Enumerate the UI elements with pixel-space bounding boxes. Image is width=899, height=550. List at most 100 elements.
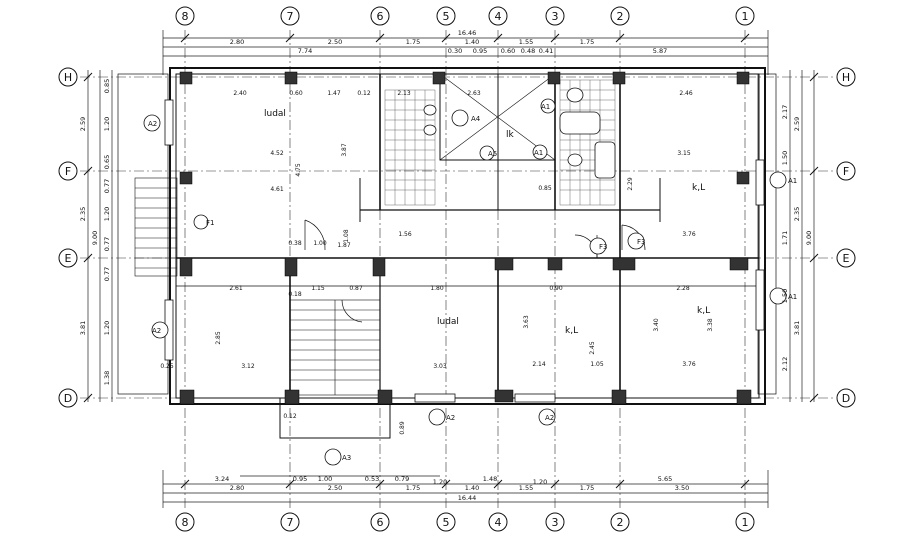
grid-lines (80, 30, 835, 508)
dim-int-28: 1.05 (590, 361, 604, 368)
dim-bottom-1-2: 1.75 (406, 484, 420, 492)
grid-row-e-right: E (843, 252, 850, 265)
dim-int-26: 3.03 (433, 363, 447, 370)
room-label-r5: k,L (565, 326, 578, 336)
grid-col-3-bottom: 3 (552, 516, 559, 529)
dim-right-total: 9.00 (805, 231, 813, 245)
tag-a1-a: A1 (788, 177, 797, 185)
dim-bottom-3-3: 0.79 (395, 475, 409, 483)
dim-top-1-5: 1.75 (580, 38, 594, 46)
dim-top-2-2: 0.95 (473, 47, 487, 55)
dim-left-inner-5: 0.77 (103, 237, 111, 251)
tag-f3-a: F3 (599, 243, 607, 251)
tag-a2-c: A2 (545, 414, 554, 422)
dim-top-2-4: 0.48 (521, 47, 535, 55)
dim-top-1-2: 1.75 (406, 38, 420, 46)
dim-bottom-2-3: 1.20 (533, 478, 547, 486)
dim-int-24: 2.85 (215, 331, 222, 345)
tag-a1-b: A1 (788, 293, 797, 301)
dim-top-2-3: 0.60 (501, 47, 515, 55)
grid-col-2-top: 2 (617, 10, 624, 23)
dim-left-inner-0: 0.85 (103, 79, 111, 93)
grid-col-4-top: 4 (495, 10, 502, 23)
windows (164, 99, 765, 403)
dim-int-5: 2.63 (467, 90, 481, 97)
dim-int-10: 3.15 (677, 150, 691, 157)
dim-left-outer-0: 2.59 (79, 117, 87, 131)
dim-top-total: 16.46 (458, 29, 477, 37)
dim-left-total: 9.00 (91, 231, 99, 245)
dim-int-13: 1.87 (337, 242, 351, 249)
dim-top-2-5: 0.41 (539, 47, 553, 55)
dim-top-1-1: 2.50 (328, 38, 342, 46)
grid-row-h-right: H (842, 71, 850, 84)
dim-int-21: 3.63 (523, 315, 530, 329)
interior-dimension-values: 2.40 0.60 1.47 0.12 2.13 2.63 2.46 4.52 … (160, 90, 714, 435)
dim-int-30: 2.45 (589, 341, 596, 355)
dim-bottom-1-1: 2.50 (328, 484, 342, 492)
grid-col-8-bottom: 8 (182, 516, 189, 529)
room-label-r3: k,L (692, 183, 705, 193)
dim-int-33: 1.00 (313, 240, 327, 247)
dim-int-16: 2.61 (229, 285, 243, 292)
dim-top-1-0: 2.80 (230, 38, 244, 46)
grid-row-d-left: D (64, 392, 72, 405)
left-dimension-values: 2.59 2.35 3.81 9.00 0.85 1.20 0.65 0.77 … (79, 79, 111, 385)
grid-col-6-bottom: 6 (377, 516, 384, 529)
dim-int-7: 4.52 (270, 150, 284, 157)
room-labels: ludal lk k,L ludal k,L k,L (264, 109, 710, 336)
top-dimension-values: 16.46 2.80 2.50 1.75 1.40 1.55 1.75 7.74… (230, 29, 667, 55)
tag-a1-c: A1 (534, 149, 543, 157)
dim-int-6: 2.46 (679, 90, 693, 97)
dim-top-2-1: 0.30 (448, 47, 462, 55)
tag-a2-d: A2 (148, 120, 157, 128)
grid-bubbles (58, 6, 856, 532)
grid-row-e-left: E (65, 252, 72, 265)
dim-int-25: 3.12 (241, 363, 255, 370)
dim-int-36: 0.90 (549, 285, 563, 292)
dim-right-inner-1: 1.50 (781, 151, 789, 165)
dim-bottom-3-0: 0.95 (293, 475, 307, 483)
room-label-r6: k,L (697, 306, 710, 316)
dim-bottom-1-4: 1.55 (519, 484, 533, 492)
tag-labels: A4 A5 F3 F3 A1 A1 A2 A2 A2 A3 A2 F1 A1 A… (148, 103, 797, 462)
walls (117, 67, 777, 439)
dim-bottom-1-3: 1.40 (465, 484, 479, 492)
dim-right-outer-0: 2.59 (793, 117, 801, 131)
tag-circles (143, 98, 787, 466)
dim-int-4: 2.13 (397, 90, 411, 97)
dim-int-19: 1.80 (430, 285, 444, 292)
dim-int-32: 0.38 (288, 240, 302, 247)
dim-bottom-3-2: 0.53 (365, 475, 379, 483)
dim-top-2-6: 5.87 (653, 47, 667, 55)
grid-bubble-labels: 8 7 6 5 4 3 2 1 8 7 6 5 4 3 2 1 H F E D … (64, 10, 850, 529)
dim-int-3: 0.12 (357, 90, 371, 97)
dim-left-outer-1: 2.35 (79, 207, 87, 221)
room-label-r2: lk (506, 130, 515, 140)
grid-col-7-bottom: 7 (287, 516, 294, 529)
dim-int-22: 3.40 (653, 318, 660, 332)
stairs (134, 177, 381, 396)
dim-int-23: 3.38 (707, 318, 714, 332)
grid-col-5-top: 5 (443, 10, 450, 23)
dim-bottom-2-1: 1.20 (433, 478, 447, 486)
right-dimension-values: 2.59 2.35 3.81 9.00 2.17 1.50 1.71 2.12 … (781, 105, 813, 371)
dimension-lines (87, 30, 815, 508)
dim-int-29: 3.76 (682, 361, 696, 368)
dim-right-inner-4: 1.50 (781, 289, 789, 303)
tag-a1-d: A1 (541, 103, 550, 111)
sanitary-fixtures (423, 87, 616, 179)
tag-a2-b: A2 (446, 414, 455, 422)
dim-left-inner-1: 1.20 (103, 117, 111, 131)
bottom-dimension-values: 3.24 1.20 1.48 1.20 5.65 0.95 1.00 0.53 … (215, 475, 689, 502)
grid-col-3-top: 3 (552, 10, 559, 23)
dim-int-11: 2.29 (627, 177, 634, 191)
grid-row-d-right: D (842, 392, 850, 405)
dim-int-20: 2.28 (676, 285, 690, 292)
grid-col-6-top: 6 (377, 10, 384, 23)
dim-int-31: 0.89 (399, 421, 406, 435)
dim-int-27: 2.14 (532, 361, 546, 368)
dim-int-1: 0.60 (289, 90, 303, 97)
tag-a2-a: A2 (152, 327, 161, 335)
